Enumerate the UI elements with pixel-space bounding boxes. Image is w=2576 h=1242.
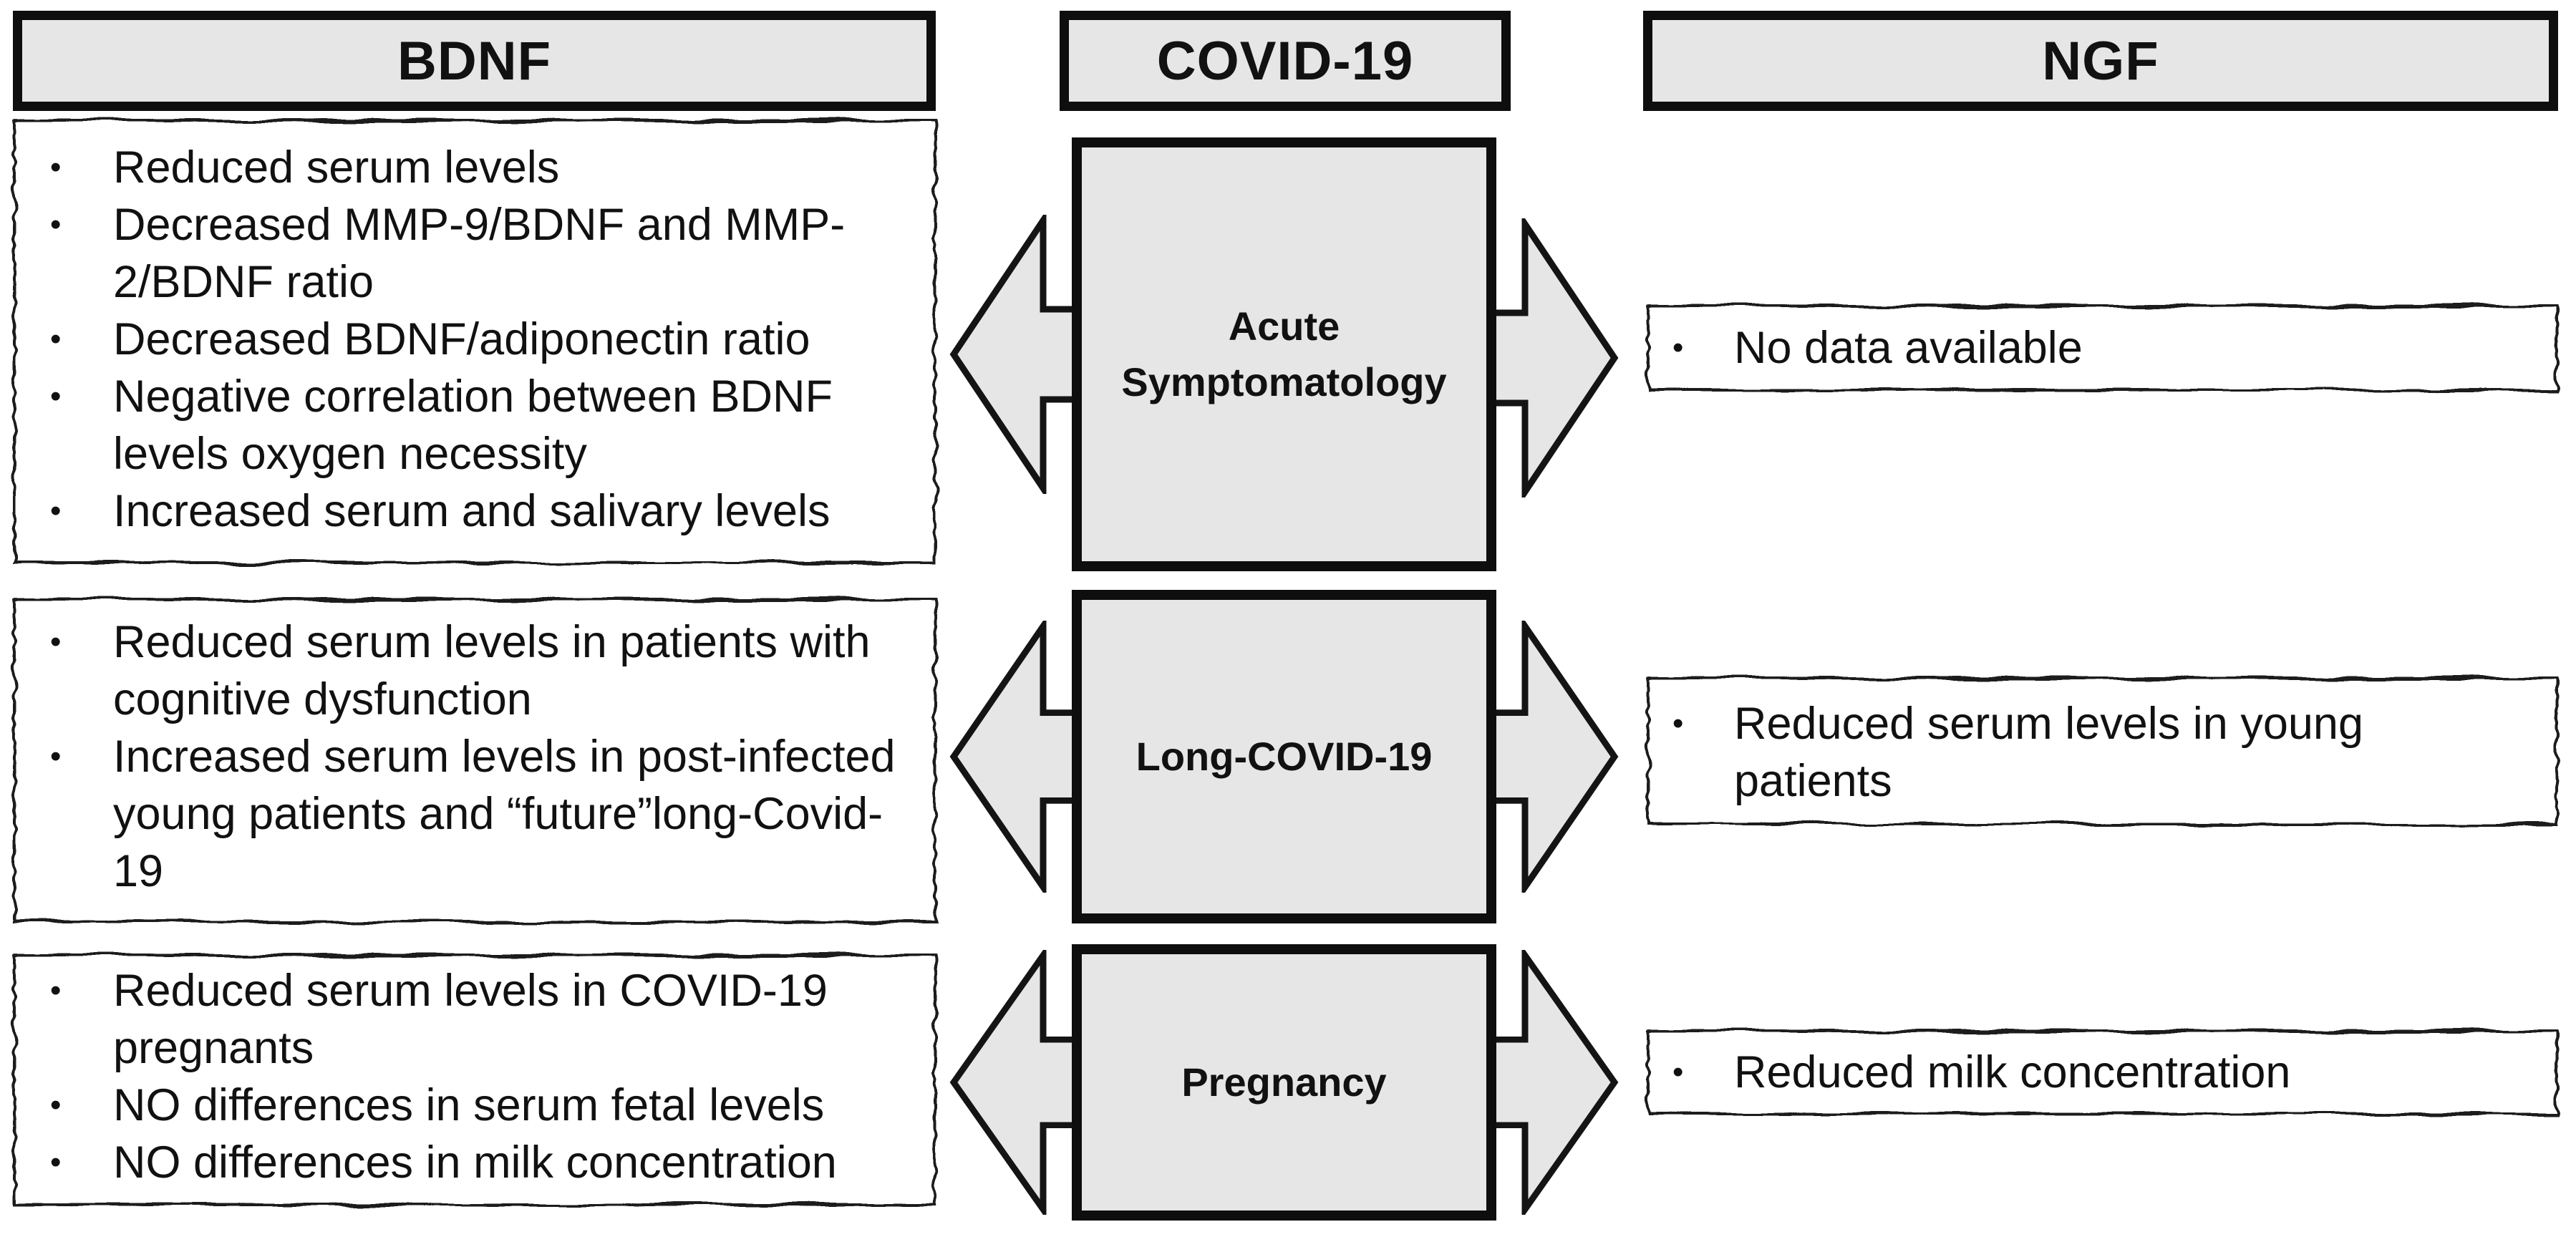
ngf-column-header: NGF [1643,11,2558,111]
ngf-longcovid-findings-box: • Reduced serum levels in young patients [1647,676,2558,825]
bullet-item: • NO differences in milk concentration [13,1134,936,1191]
sketchy-border [13,954,936,1206]
bullet-text: NO differences in milk concentration [113,1137,837,1188]
acute-arrow-left-icon [949,215,1099,494]
bullet-text: No data available [1734,323,2083,373]
bullet-list: • Reduced serum levels • Decreased MMP-9/B… [13,139,936,540]
bullet-text: Reduced serum levels in young patients [1734,699,2363,806]
bullet-marker: • [50,379,62,414]
covid19-column-header: COVID-19 [1060,11,1511,111]
bullet-text: Reduced serum levels in COVID-19 pregnan… [113,966,828,1073]
bdnf-column-header: BDNF [13,11,936,111]
ngf-pregnancy-findings-box: • Reduced milk concentration [1647,1029,2558,1115]
long-covid19-box: Long-COVID-19 [1072,590,1496,923]
bullet-item: • Reduced serum levels [13,139,936,196]
bullet-marker: • [1672,1054,1684,1090]
bullet-marker: • [50,624,62,659]
acute-symptomatology-box: Acute Symptomatology [1072,137,1496,571]
bullet-text: NO differences in serum fetal levels [113,1080,825,1130]
bullet-marker: • [50,973,62,1008]
bullet-item: • Decreased BDNF/adiponectin ratio [13,311,936,368]
bullet-item: • Reduced serum levels in COVID-19 pregna… [13,962,936,1077]
pregnancy-arrow-left-icon [949,950,1099,1215]
bullet-text: Reduced serum levels in patients with co… [113,617,871,724]
bullet-item: • NO differences in serum fetal levels [13,1077,936,1134]
bullet-text: Decreased MMP-9/BDNF and MMP- 2/BDNF rat… [113,200,846,307]
bullet-text: Reduced milk concentration [1734,1047,2291,1097]
bullet-marker: • [50,150,62,185]
bdnf-pregnancy-findings-box: • Reduced serum levels in COVID-19 pregna… [13,954,936,1206]
ngf-acute-findings-box: • No data available [1647,304,2558,392]
bullet-item: • Negative correlation between BDNF level… [13,368,936,482]
bullet-marker: • [50,493,62,528]
bullet-item: • Decreased MMP-9/BDNF and MMP- 2/BDNF ra… [13,196,936,311]
longcovid-arrow-left-icon [949,621,1099,893]
pregnancy-box: Pregnancy [1072,944,1496,1221]
bullet-item: • No data available [1647,319,2558,377]
bullet-marker: • [50,739,62,774]
bullet-marker: • [50,207,62,242]
bullet-list: • Reduced milk concentration [1647,1044,2558,1101]
sketchy-border [1647,1029,2558,1115]
bullet-list: • Reduced serum levels in COVID-19 pregna… [13,962,936,1191]
acute-arrow-right-icon [1469,218,1619,498]
bullet-marker: • [50,321,62,356]
bullet-marker: • [1672,706,1684,741]
bullet-item: • Increased serum and salivary levels [13,482,936,540]
bdnf-longcovid-findings-box: • Reduced serum levels in patients with c… [13,598,936,923]
bullet-list: • Reduced serum levels in young patients [1647,695,2558,810]
bdnf-acute-findings-box: • Reduced serum levels • Decreased MMP-9/B… [13,119,936,564]
sketchy-border [13,119,936,564]
pregnancy-arrow-right-icon [1469,950,1619,1215]
bullet-item: • Reduced serum levels in young patients [1647,695,2558,810]
bullet-text: Increased serum and salivary levels [113,486,831,536]
bullet-list: • No data available [1647,319,2558,377]
bullet-marker: • [1672,330,1684,365]
sketchy-border [13,598,936,923]
bullet-text: Decreased BDNF/adiponectin ratio [113,314,810,364]
longcovid-arrow-right-icon [1469,621,1619,893]
sketchy-border [1647,304,2558,392]
bullet-text: Negative correlation between BDNF levels… [113,372,833,479]
bullet-marker: • [50,1087,62,1122]
bullet-text: Increased serum levels in post-infected … [113,732,896,896]
bullet-item: • Reduced serum levels in patients with c… [13,613,936,728]
bullet-text: Reduced serum levels [113,142,560,193]
bullet-list: • Reduced serum levels in patients with c… [13,613,936,900]
bullet-item: • Increased serum levels in post-infected… [13,728,936,900]
bullet-item: • Reduced milk concentration [1647,1044,2558,1101]
bullet-marker: • [50,1145,62,1180]
sketchy-border [1647,676,2558,825]
